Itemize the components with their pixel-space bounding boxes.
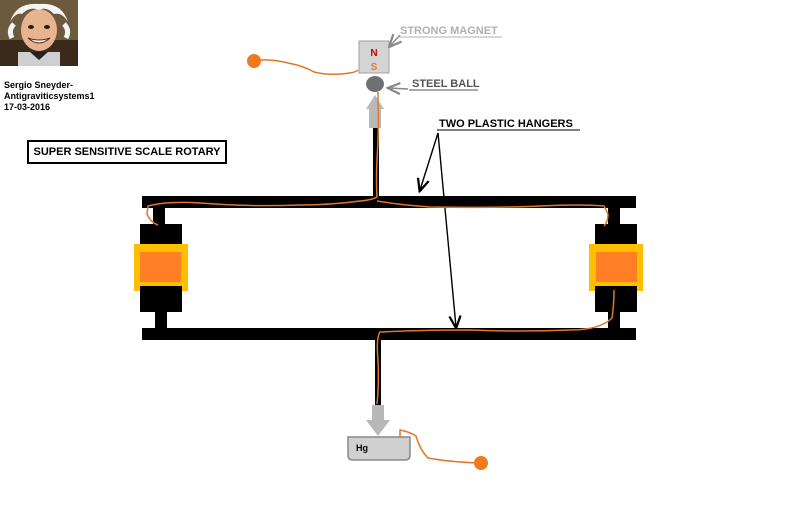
- right-bearing: [589, 206, 643, 330]
- mercury-container: Hg: [347, 436, 411, 461]
- diagram-title: SUPER SENSITIVE SCALE ROTARY: [27, 140, 227, 164]
- author-info: Sergio Sneyder- Antigraviticsystems1 17-…: [4, 80, 95, 113]
- hanger-pointer-bottom: [437, 132, 456, 327]
- magnet-north-label: N: [370, 48, 377, 59]
- steel-ball: [366, 76, 384, 92]
- strong-magnet-label: STRONG MAGNET: [400, 25, 498, 37]
- magnet-south-label: S: [371, 62, 378, 73]
- author-portrait: [0, 0, 78, 66]
- steel-ball-label: STEEL BALL: [412, 78, 480, 90]
- conductor-wire: [146, 59, 615, 464]
- mercury-label: Hg: [356, 443, 368, 453]
- strong-magnet: N S: [358, 40, 390, 74]
- upper-shaft: [373, 128, 379, 198]
- steel-ball-pointer: [389, 88, 409, 89]
- author-date: 17-03-2016: [4, 102, 51, 112]
- left-bearing: [134, 206, 188, 330]
- hanger-pointer-top: [420, 132, 439, 190]
- terminal-top: [247, 54, 261, 68]
- hangers-label: TWO PLASTIC HANGERS: [439, 118, 573, 130]
- upper-grey-arrow: [366, 95, 384, 128]
- terminal-bottom: [474, 456, 488, 470]
- top-beam: [142, 196, 636, 208]
- author-handle: Antigraviticsystems1: [4, 91, 95, 101]
- lower-grey-arrow: [366, 405, 390, 436]
- author-name: Sergio Sneyder-: [4, 80, 74, 90]
